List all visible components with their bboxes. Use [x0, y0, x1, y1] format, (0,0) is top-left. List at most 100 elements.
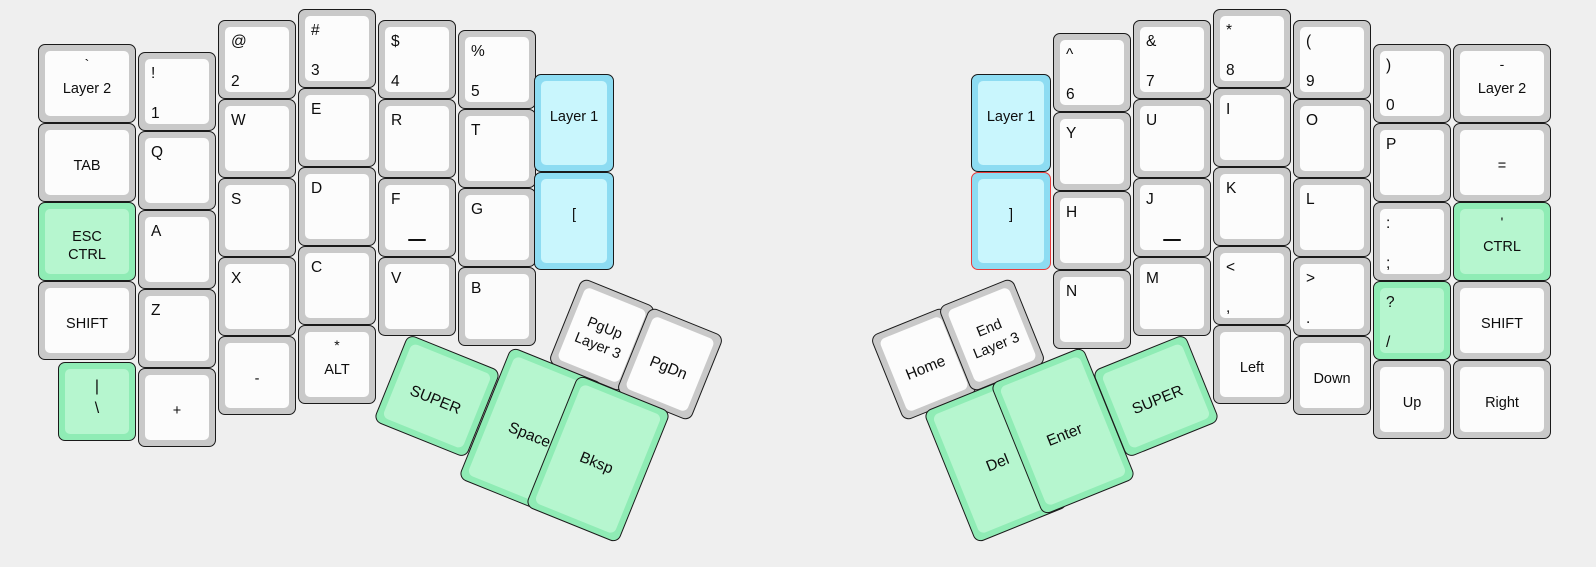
key-legend: ]	[1008, 207, 1014, 223]
keycap: L	[1300, 185, 1364, 250]
key-g[interactable]: G	[458, 188, 536, 267]
key-e[interactable]: E	[298, 88, 376, 167]
key-shift-legend: P	[1386, 136, 1397, 153]
key-base-legend: \	[94, 400, 100, 417]
key-m[interactable]: M	[1133, 257, 1211, 336]
key-shift-legend: @	[231, 33, 247, 50]
key-3[interactable]: #3	[298, 9, 376, 88]
key-p[interactable]: P	[1373, 123, 1451, 202]
key-t[interactable]: T	[458, 109, 536, 188]
key-shift-legend: J	[1146, 191, 1154, 208]
key-shift-legend: -	[1499, 56, 1505, 72]
key-quote-ctrl[interactable]: 'CTRL	[1453, 202, 1551, 281]
key-shift-legend: S	[231, 191, 242, 208]
key-legend: -	[254, 371, 260, 387]
key-minus[interactable]: -	[218, 336, 296, 415]
key-6[interactable]: ^6	[1053, 33, 1131, 112]
key-comma[interactable]: <,	[1213, 246, 1291, 325]
keycap: ESC CTRL	[45, 209, 129, 274]
keycap: V	[385, 264, 449, 329]
key-h[interactable]: H	[1053, 191, 1131, 270]
key-shift-legend: H	[1066, 204, 1078, 221]
key-legend: SUPER	[407, 382, 464, 419]
key-base-legend: 1	[151, 105, 160, 122]
key-shift-legend: '	[1500, 214, 1504, 230]
key-bracket-close[interactable]: ]	[971, 172, 1051, 270]
key-w[interactable]: W	[218, 99, 296, 178]
key-equals[interactable]: =	[1453, 123, 1551, 202]
key-alt[interactable]: *ALT	[298, 325, 376, 404]
key-f[interactable]: F	[378, 178, 456, 257]
key-base-legend: ;	[1386, 255, 1391, 272]
key-base-legend: 6	[1066, 86, 1075, 103]
key-z[interactable]: Z	[138, 289, 216, 368]
key-u[interactable]: U	[1133, 99, 1211, 178]
key-c[interactable]: C	[298, 246, 376, 325]
key-tab[interactable]: TAB	[38, 123, 136, 202]
key-legend: Bksp	[577, 448, 616, 478]
keycap: E	[305, 95, 369, 160]
key-shift-right[interactable]: SHIFT	[1453, 281, 1551, 360]
key-shift-legend: G	[471, 201, 484, 218]
key-left-arrow[interactable]: Left	[1213, 325, 1291, 404]
key-legend: Layer 1	[549, 109, 599, 125]
key-v[interactable]: V	[378, 257, 456, 336]
key-k[interactable]: K	[1213, 167, 1291, 246]
key-right-arrow[interactable]: Right	[1453, 360, 1551, 439]
keycap: M	[1140, 264, 1204, 329]
key-7[interactable]: &7	[1133, 20, 1211, 99]
key-5[interactable]: %5	[458, 30, 536, 109]
key-legend: Enter	[1044, 420, 1086, 450]
keycap: (9	[1300, 27, 1364, 92]
key-8[interactable]: *8	[1213, 9, 1291, 88]
key-a[interactable]: A	[138, 210, 216, 289]
key-legend-line2: CTRL	[68, 247, 106, 263]
key-plus[interactable]: +	[138, 368, 216, 447]
key-n[interactable]: N	[1053, 270, 1131, 349]
key-l[interactable]: L	[1293, 178, 1371, 257]
key-d[interactable]: D	[298, 167, 376, 246]
key-up-arrow[interactable]: Up	[1373, 360, 1451, 439]
key-down-arrow[interactable]: Down	[1293, 336, 1371, 415]
key-j[interactable]: J	[1133, 178, 1211, 257]
key-pipe-backslash[interactable]: |\	[58, 362, 136, 441]
key-s[interactable]: S	[218, 178, 296, 257]
key-layer1-right[interactable]: Layer 1	[971, 74, 1051, 172]
key-4[interactable]: $4	[378, 20, 456, 99]
key-shift-legend: &	[1146, 33, 1157, 50]
key-shift-legend: B	[471, 280, 482, 297]
key-2[interactable]: @2	[218, 20, 296, 99]
keycap: ]	[978, 179, 1044, 263]
keycap: C	[305, 253, 369, 318]
key-b[interactable]: B	[458, 267, 536, 346]
key-0[interactable]: )0	[1373, 44, 1451, 123]
key-slash[interactable]: ?/	[1373, 281, 1451, 360]
keycap: G	[465, 195, 529, 260]
key-x[interactable]: X	[218, 257, 296, 336]
key-1[interactable]: !1	[138, 52, 216, 131]
key-o[interactable]: O	[1293, 99, 1371, 178]
key-shift-left[interactable]: SHIFT	[38, 281, 136, 360]
key-grave-layer2[interactable]: `Layer 2	[38, 44, 136, 123]
key-period[interactable]: >.	[1293, 257, 1371, 336]
key-minus-layer2[interactable]: -Layer 2	[1453, 44, 1551, 123]
key-9[interactable]: (9	[1293, 20, 1371, 99]
key-y[interactable]: Y	[1053, 112, 1131, 191]
key-legend: [	[571, 207, 577, 223]
homing-bar-icon	[408, 238, 426, 241]
key-q[interactable]: Q	[138, 131, 216, 210]
key-r[interactable]: R	[378, 99, 456, 178]
key-layer1-left[interactable]: Layer 1	[534, 74, 614, 172]
key-esc-ctrl[interactable]: ESC CTRL	[38, 202, 136, 281]
keycap: Z	[145, 296, 209, 361]
key-shift-legend: D	[311, 180, 323, 197]
key-legend-line1: ESC	[72, 229, 102, 245]
keycap: @2	[225, 27, 289, 92]
key-shift-legend: I	[1226, 101, 1231, 118]
key-i[interactable]: I	[1213, 88, 1291, 167]
keycap: $4	[385, 27, 449, 92]
key-semicolon[interactable]: :;	[1373, 202, 1451, 281]
key-shift-legend: M	[1146, 270, 1159, 287]
key-bracket-open[interactable]: [	[534, 172, 614, 270]
